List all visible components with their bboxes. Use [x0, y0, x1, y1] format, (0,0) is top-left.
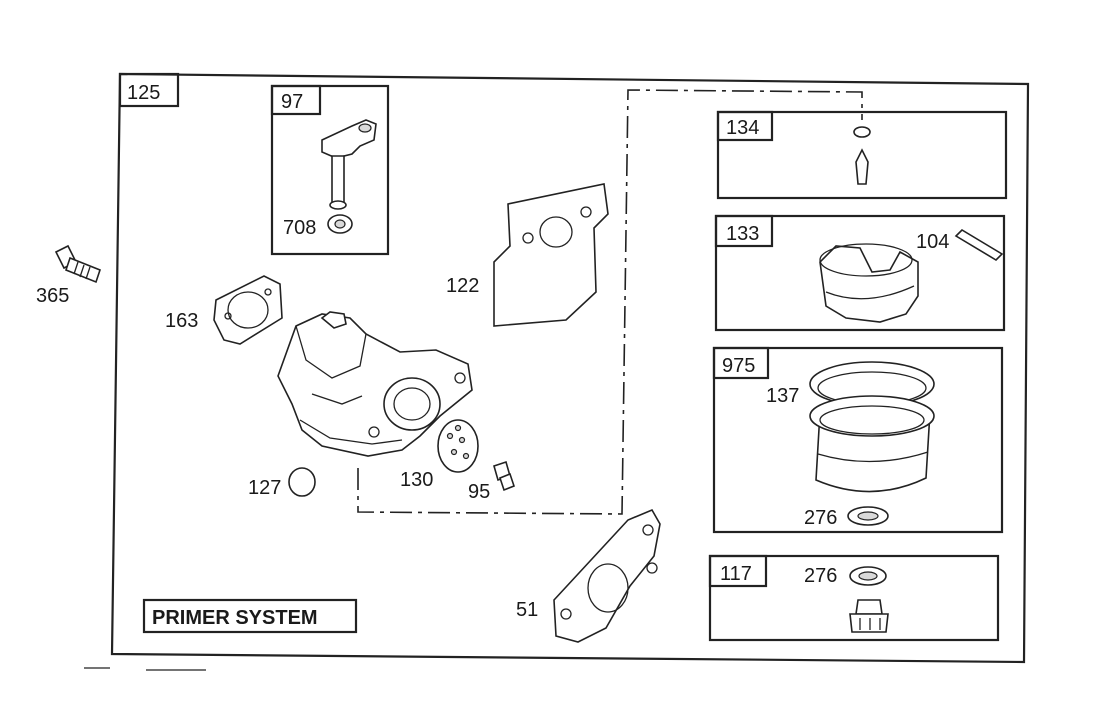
kit-134-box	[716, 110, 1008, 200]
primer-system-box	[142, 598, 358, 634]
label-122: 122	[446, 275, 479, 297]
inlet-needle-icon	[853, 126, 871, 185]
label-95: 95	[468, 481, 490, 503]
label-276-bolt: 276	[804, 565, 837, 587]
kit-133-tag: 133	[726, 223, 759, 245]
gasket-51-icon	[553, 508, 661, 643]
main-kit-box	[110, 72, 1030, 664]
label-127: 127	[248, 477, 281, 499]
gasket-163-icon	[213, 275, 283, 345]
label-163: 163	[165, 310, 198, 332]
label-365: 365	[36, 285, 69, 307]
gasket-122-icon	[493, 183, 609, 327]
label-708: 708	[283, 217, 316, 239]
label-130: 130	[400, 469, 433, 491]
label-137: 137	[766, 385, 799, 407]
primer-system-label: PRIMER SYSTEM	[152, 607, 318, 629]
washer-708-icon	[327, 214, 353, 234]
label-276-bowl: 276	[804, 507, 837, 529]
kit-97-tag-box	[270, 84, 322, 116]
screw-95-icon	[493, 460, 515, 492]
main-kit-tag-box	[118, 72, 180, 108]
kit-117-tag-box	[708, 554, 768, 588]
washer-276-bowl-icon	[847, 506, 889, 526]
pin-104-icon	[954, 228, 1004, 262]
float-icon	[819, 243, 919, 323]
bolt-365-icon	[54, 244, 101, 284]
bowl-bolt-icon	[849, 599, 889, 633]
label-51: 51	[516, 599, 538, 621]
kit-133-tag-box	[714, 214, 774, 248]
plug-127-icon	[288, 467, 316, 497]
kit-134-tag: 134	[726, 117, 759, 139]
carburetor-body-icon	[277, 311, 473, 457]
kit-975-box	[712, 346, 1004, 534]
kit-117-box	[708, 554, 1000, 642]
label-104: 104	[916, 231, 949, 253]
main-kit-tag: 125	[127, 82, 160, 104]
scan-specks	[84, 667, 206, 671]
kit-975-tag-box	[712, 346, 770, 380]
kit-97-box	[270, 84, 390, 256]
kit-97-tag: 97	[281, 91, 303, 113]
throttle-shaft-icon	[321, 119, 377, 210]
washer-276-bolt-icon	[849, 566, 887, 586]
assembly-line	[357, 89, 863, 515]
kit-134-tag-box	[716, 110, 774, 142]
kit-117-tag: 117	[720, 563, 752, 585]
kit-133-box	[714, 214, 1006, 332]
filter-disc-130-icon	[437, 419, 479, 473]
float-bowl-icon	[809, 361, 935, 493]
kit-975-tag: 975	[722, 355, 755, 377]
